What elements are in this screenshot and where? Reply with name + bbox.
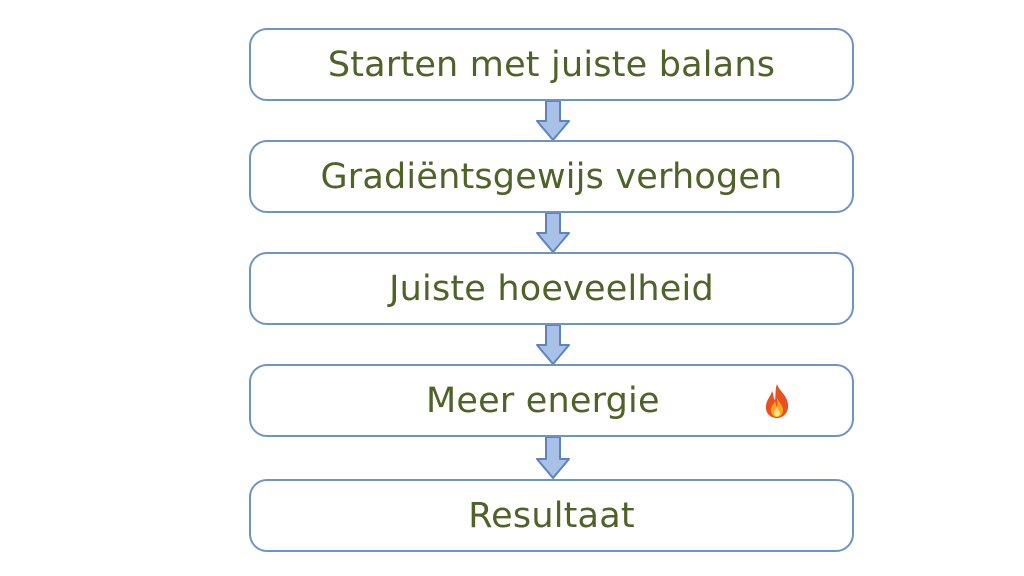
down-arrow-icon xyxy=(536,437,570,479)
step-box-verhogen: Gradiëntsgewijs verhogen xyxy=(249,140,854,213)
fire-icon xyxy=(765,384,789,418)
down-arrow-icon xyxy=(536,101,570,141)
step-label: Starten met juiste balans xyxy=(327,44,776,85)
step-box-energie: Meer energie xyxy=(249,364,854,437)
step-label: Meer energie xyxy=(426,380,660,421)
step-box-starten: Starten met juiste balans xyxy=(249,28,854,101)
step-label: Resultaat xyxy=(468,495,635,536)
step-box-resultaat: Resultaat xyxy=(249,479,854,552)
step-label: Juiste hoeveelheid xyxy=(389,268,714,309)
down-arrow-icon xyxy=(536,213,570,253)
down-arrow-icon xyxy=(536,325,570,365)
step-label: Gradiëntsgewijs verhogen xyxy=(320,156,783,197)
step-box-hoeveelheid: Juiste hoeveelheid xyxy=(249,252,854,325)
